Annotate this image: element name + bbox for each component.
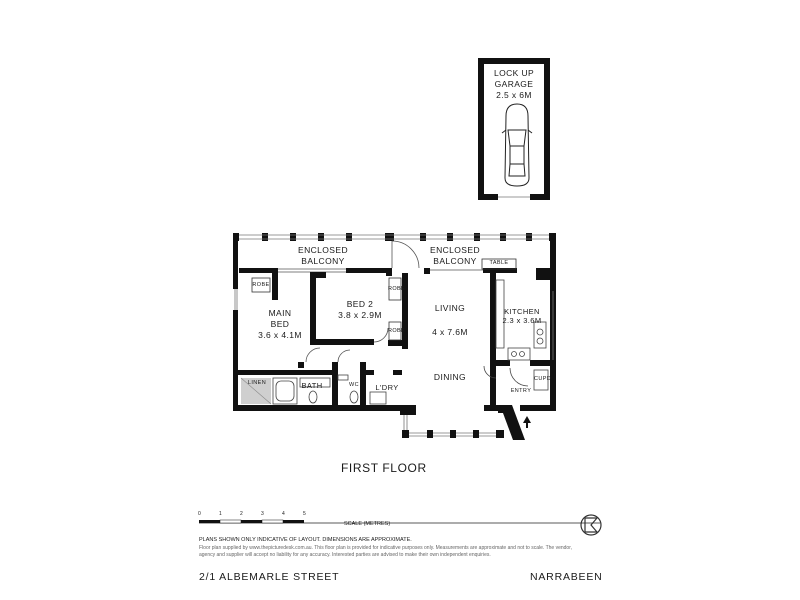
bed2-walls (310, 272, 408, 349)
living-line1: LIVING (434, 303, 466, 313)
disclaimer-fine-2: agency and supplier will accept no liabi… (199, 552, 491, 558)
logo-icon (580, 514, 602, 536)
main-bed-line2: BED (270, 319, 290, 329)
entry-cupd (483, 365, 549, 391)
bath-label: BATH (301, 381, 323, 390)
living-size: 4 x 7.6M (432, 327, 468, 337)
main-bed-size: 3.6 x 4.1M (258, 330, 302, 340)
scale-label: SCALE (METRES) (344, 521, 391, 527)
wc-label: WC (349, 382, 359, 388)
scale-tick-3: 3 (261, 511, 264, 517)
door-swing (391, 240, 420, 269)
balcony-left-label: ENCLOSED BALCONY (278, 245, 368, 267)
bed2-robe-label-2: ROBE (388, 328, 406, 334)
garage-label: LOCK UP GARAGE 2.5 x 6M (483, 68, 545, 101)
scale-tick-4: 4 (282, 511, 285, 517)
main-bed-line1: MAIN (268, 308, 292, 318)
garage-walls (478, 58, 550, 200)
scale-tick-1: 1 (219, 511, 222, 517)
suburb: NARRABEEN (530, 571, 603, 583)
bathtub (272, 377, 298, 405)
balcony-right-label: ENCLOSED BALCONY (410, 245, 500, 267)
bed2-door (373, 327, 389, 343)
scale-bar (199, 519, 600, 524)
garage-label-line1: LOCK UP (493, 68, 535, 78)
window-lines (234, 234, 554, 360)
balcony-right-line1: ENCLOSED (430, 245, 480, 255)
dining-label: DINING (433, 372, 467, 382)
linen-label: LINEN (247, 380, 267, 386)
table-outline (481, 258, 517, 270)
kitchen-bench (495, 279, 547, 361)
shower (240, 377, 272, 405)
main-bed-label: MAIN BED 3.6 x 4.1M (245, 308, 315, 341)
entry-label: ENTRY (510, 388, 532, 394)
bed2-robe-label: ROBE (388, 286, 406, 292)
living-label: LIVING 4 x 7.6M (420, 303, 480, 338)
bed2-line1: BED 2 (346, 299, 374, 309)
entry-walls (484, 368, 498, 411)
cupd-label: CUPD (534, 376, 552, 382)
scale-tick-2: 2 (240, 511, 243, 517)
car-icon (501, 103, 533, 187)
bed2-size: 3.8 x 2.9M (338, 310, 382, 320)
hall-door-swings (305, 347, 351, 363)
floor-title: FIRST FLOOR (341, 461, 427, 475)
address: 2/1 ALBEMARLE STREET (199, 571, 340, 583)
entry-arrow-icon (523, 416, 531, 428)
bed2-label: BED 2 3.8 x 2.9M (325, 299, 395, 321)
kitchen-walls (490, 268, 550, 368)
vanity-and-toilets (299, 374, 387, 405)
bed2-robe (388, 277, 402, 341)
kitchen-size: 2.3 x 3.6M (502, 316, 542, 325)
kitchen-label: KITCHEN 2.3 x 3.6M (500, 307, 544, 325)
main-bed-robe (251, 277, 271, 293)
scale-tick-0: 0 (198, 511, 201, 517)
garage-label-line2: GARAGE (494, 79, 534, 89)
table-label: TABLE (489, 260, 509, 266)
dining-window (402, 405, 525, 440)
main-bed-robe-label: ROBE (252, 282, 270, 288)
balcony-right-line2: BALCONY (433, 256, 477, 266)
garage-size: 2.5 x 6M (496, 90, 532, 100)
laundry-label: L'DRY (375, 383, 399, 392)
disclaimer-fine-1: Floor plan supplied by www.thepicturedes… (199, 545, 572, 551)
kitchen-line1: KITCHEN (504, 307, 540, 316)
balcony-left-line2: BALCONY (301, 256, 345, 266)
balcony-left-line1: ENCLOSED (298, 245, 348, 255)
disclaimer-main: PLANS SHOWN ONLY INDICATIVE OF LAYOUT. D… (199, 537, 412, 543)
scale-tick-5: 5 (303, 511, 306, 517)
